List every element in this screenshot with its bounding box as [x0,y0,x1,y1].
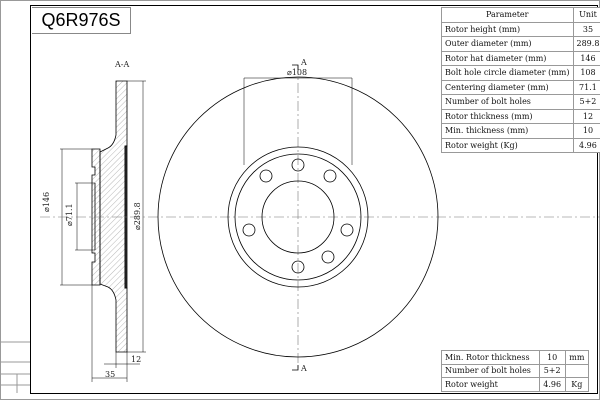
table-row: Rotor weight (Kg)4.96 [441,137,600,153]
hat-inner-edge [234,153,362,281]
side-title-block [0,341,30,393]
table-row: Rotor hat diameter (mm)146 [441,50,600,66]
front-view [157,64,439,371]
inner-frame [30,5,598,394]
cut-marker-top: A [301,58,307,67]
part-number: Q6R976S [32,7,131,34]
bolt-circle-dimension: ⌀108 [287,68,308,77]
hat-diameter-dimension: ⌀146 [42,191,51,212]
outer-edge [157,76,439,358]
section-label: A-A [115,60,130,69]
table-row: Outer diameter (mm)289.8 [441,36,600,52]
center-diameter-dimension: ⌀71.1 [65,203,74,226]
cut-marker-bottom: A [301,364,307,373]
table-row: Centering diameter (mm)71.1 [441,79,600,95]
center-bore [261,180,335,254]
bolt-holes [242,158,354,274]
thickness-dimension: 12 [131,355,142,364]
outer-diameter-dimension: ⌀289.8 [133,202,142,230]
table-row: Bolt hole circle diameter (mm)108 [441,65,600,81]
hat-edge [227,146,369,288]
table-row: Rotor height (mm)35 [441,21,600,37]
section-view [91,80,128,353]
table-row: Min. thickness (mm)10 [441,123,600,139]
table-row: Rotor thickness (mm)12 [441,108,600,124]
height-dimension: 35 [105,370,116,379]
